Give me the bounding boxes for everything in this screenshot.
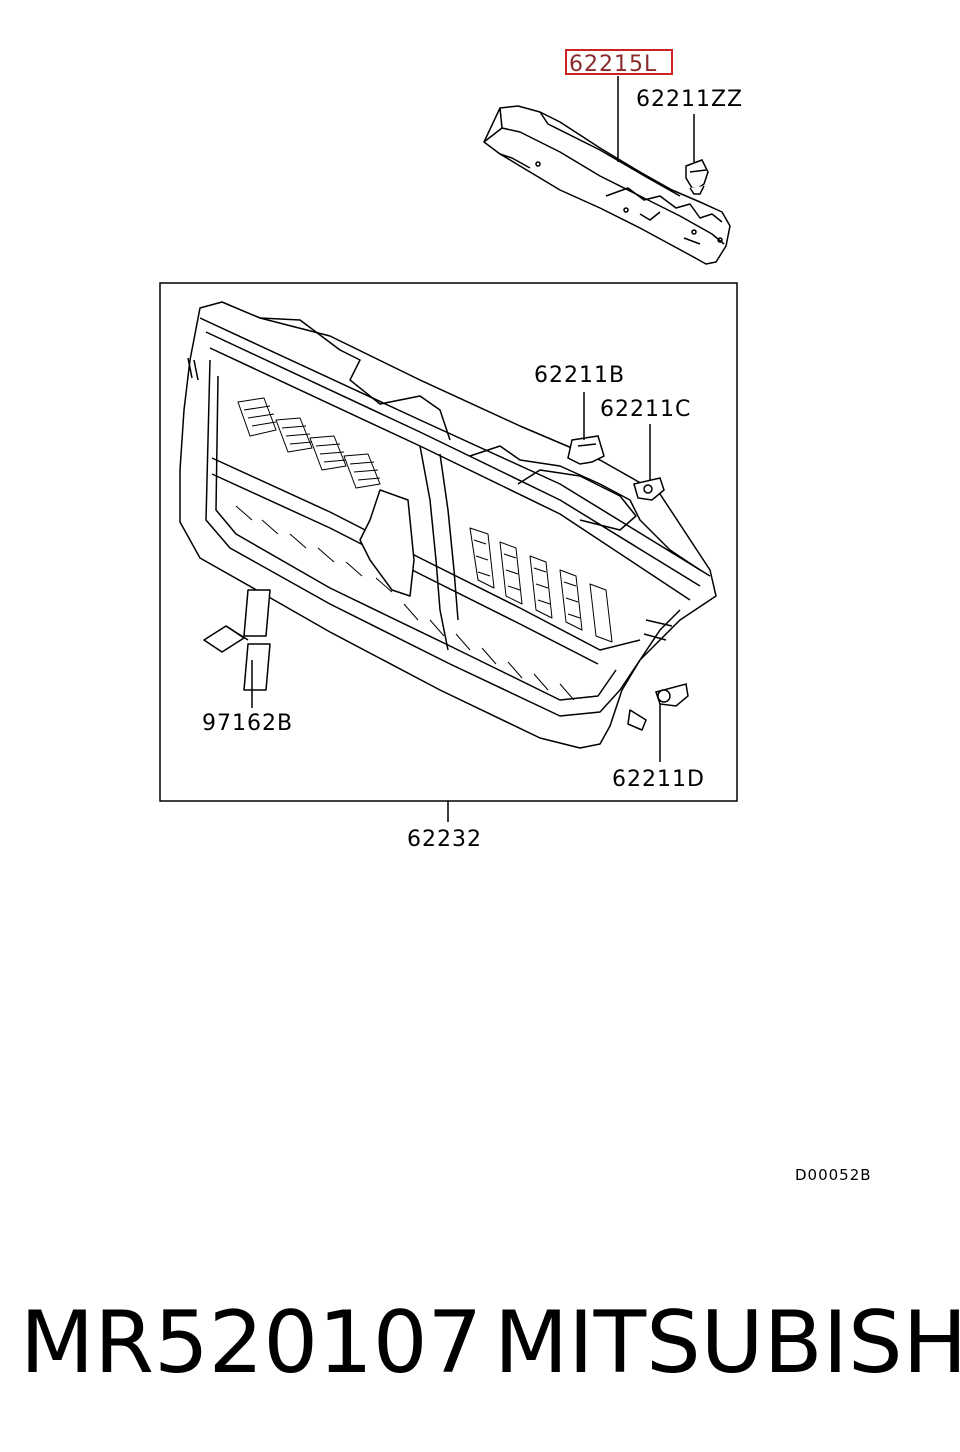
callout-62211ZZ[interactable]: 62211ZZ [636, 87, 743, 112]
clip-62211zz-part [685, 159, 709, 195]
clip-62211b-part [567, 435, 605, 465]
upper-bracket-part [483, 105, 731, 265]
reference-code: D00052B [795, 1166, 872, 1184]
callout-62211C[interactable]: 62211C [600, 397, 691, 422]
mitsubishi-emblem-part [203, 589, 271, 691]
callout-97162B[interactable]: 97162B [202, 711, 293, 736]
part-number: MR520107 [20, 1293, 483, 1393]
brand-name: MITSUBISHI [494, 1293, 960, 1393]
callout-62211D[interactable]: 62211D [612, 767, 705, 792]
radiator-grille-part [179, 301, 717, 749]
highlight-box [565, 49, 673, 75]
callout-62215L[interactable]: 62215L [569, 52, 657, 77]
clip-62211c-part [633, 477, 665, 501]
footer-caption: MR520107 MITSUBISHI [0, 1288, 960, 1398]
callout-62211B[interactable]: 62211B [534, 363, 625, 388]
clip-62211d-part [655, 683, 689, 707]
callout-62232[interactable]: 62232 [407, 827, 482, 852]
